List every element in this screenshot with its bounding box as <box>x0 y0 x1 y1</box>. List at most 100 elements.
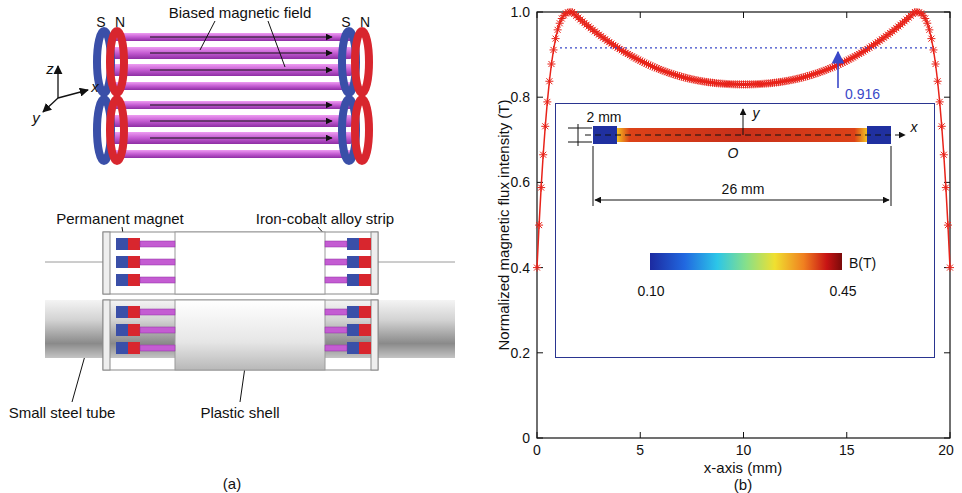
magnet-section <box>128 238 140 250</box>
magnet-section <box>347 306 359 318</box>
part-label: Plastic shell <box>200 405 279 420</box>
value-label: 0.916 <box>845 87 880 101</box>
data-marker <box>944 221 952 229</box>
part-label: Iron-cobalt alloy strip <box>256 211 394 226</box>
part-label: Biased magnetic field <box>169 5 312 20</box>
magnet-section <box>347 274 359 286</box>
dimension-line <box>891 146 892 206</box>
magnet-assembly <box>97 99 369 161</box>
tick-label: 0.4 <box>511 261 530 275</box>
data-marker <box>929 46 937 54</box>
data-marker <box>927 35 935 43</box>
pole-label: S <box>96 15 105 29</box>
plot-frame <box>537 12 950 438</box>
data-marker <box>925 26 933 34</box>
magnet-assembly <box>150 53 332 54</box>
axis-tick <box>537 438 543 439</box>
axis-tick <box>537 12 950 438</box>
magnet-section <box>359 306 371 318</box>
magnet-section <box>116 274 128 286</box>
magnet-section <box>116 238 128 250</box>
magnet-assembly <box>112 82 352 90</box>
magnet-section <box>116 306 128 318</box>
coordinate-axes <box>43 98 58 112</box>
magnet-assembly <box>112 47 352 59</box>
pole-label: N <box>360 15 370 29</box>
tick-label: 0.8 <box>511 90 530 104</box>
magnet-assembly <box>112 33 352 41</box>
data-marker <box>545 77 553 85</box>
inset-ground <box>555 103 935 358</box>
data-marker <box>938 122 946 130</box>
magnet-assembly <box>97 31 369 93</box>
data-marker <box>537 184 545 192</box>
magnet-section <box>359 324 371 336</box>
section-view <box>371 232 378 294</box>
leader-line <box>268 21 285 67</box>
strip-section <box>140 309 175 315</box>
axis-tick <box>743 432 744 438</box>
axis-name: x <box>91 79 99 94</box>
strip-section <box>325 327 347 333</box>
strip-section <box>140 241 175 247</box>
part-label: Small steel tube <box>9 405 116 420</box>
tick-label: 1.0 <box>511 5 530 19</box>
magnet-assembly <box>355 31 369 93</box>
axis-tick <box>537 12 538 18</box>
dimension-line <box>568 124 891 206</box>
colorbar-label: 0.45 <box>829 284 856 298</box>
magnet-section <box>347 342 359 354</box>
data-marker <box>932 60 940 68</box>
axis-tick <box>640 12 641 18</box>
coordinate-axes <box>57 66 58 98</box>
magnet-section <box>128 256 140 268</box>
dimension-line <box>593 146 594 206</box>
data-marker <box>547 60 555 68</box>
pointer-arrow <box>837 52 839 88</box>
magnet-section <box>116 342 128 354</box>
data-marker <box>541 122 549 130</box>
strip-section <box>325 259 347 265</box>
tick-label: 20 <box>938 443 954 457</box>
axis-tick <box>944 352 950 353</box>
section-view <box>103 232 378 294</box>
axis-tick <box>944 97 950 98</box>
axis-tick <box>640 432 641 438</box>
magnet-section <box>359 274 371 286</box>
strip-section <box>325 309 347 315</box>
origin-label: O <box>728 146 739 160</box>
axis-tick <box>846 12 847 18</box>
dimension-label: 2 mm <box>587 110 622 124</box>
magnet-assembly <box>110 31 124 93</box>
data-marker <box>554 26 562 34</box>
axis-tick <box>537 12 543 13</box>
inset-box: 2 mm26 mmyxO0.100.45B(T) <box>555 103 935 358</box>
axis-line <box>743 109 744 135</box>
magnet-section <box>347 324 359 336</box>
tick-label: 10 <box>736 443 752 457</box>
strip-section <box>325 277 347 283</box>
strip-section <box>325 241 347 247</box>
tick-label: 0 <box>522 431 530 445</box>
magnet-section <box>347 238 359 250</box>
colorbar-label: 0.10 <box>637 284 664 298</box>
data-marker <box>550 46 558 54</box>
axis-tick <box>537 432 538 438</box>
magnet-section <box>116 238 371 354</box>
axis-tick <box>944 12 950 13</box>
axis-name: z <box>46 61 54 76</box>
tick-label: 0.2 <box>511 346 530 360</box>
section-view <box>103 300 110 370</box>
data-marker <box>539 151 547 159</box>
reference-line <box>560 47 935 48</box>
strip-section <box>140 241 347 351</box>
strip-section <box>140 327 175 333</box>
dimension-line <box>578 124 579 146</box>
colorbar-title: B(T) <box>849 256 876 270</box>
magnet-assembly <box>150 70 332 71</box>
magnet-section <box>347 256 359 268</box>
strip-section <box>140 259 175 265</box>
color-bar <box>650 253 842 270</box>
